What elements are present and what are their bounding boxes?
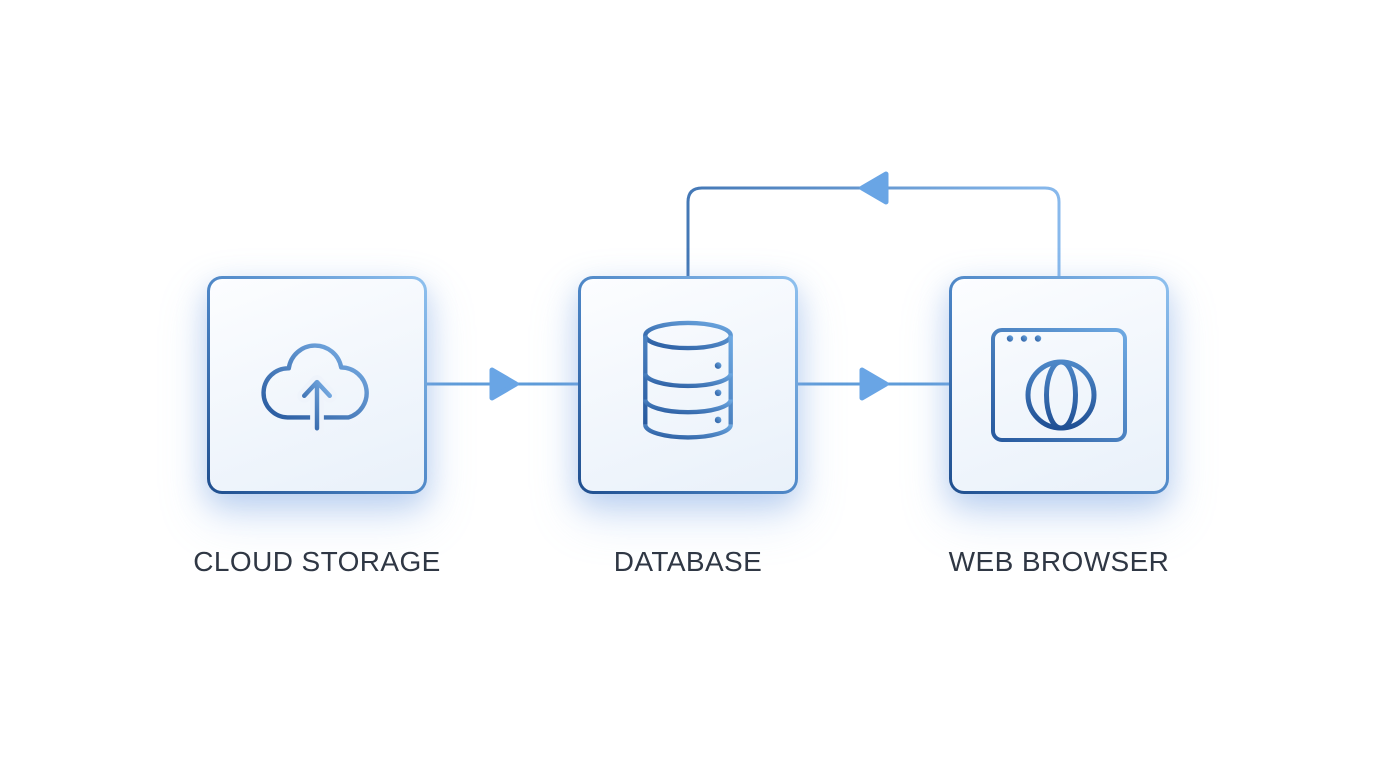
node-cloud-storage <box>207 276 427 494</box>
node-database-body <box>581 279 795 491</box>
globe-icon <box>1025 359 1097 431</box>
node-cloud-storage-body <box>210 279 424 491</box>
edge-cloud-to-database-arrowhead <box>489 367 519 401</box>
window-dots-icon <box>1006 335 1042 342</box>
edge-database-to-browser-arrowhead <box>859 367 889 401</box>
edge-browser-to-database-loop <box>686 186 1061 276</box>
node-label-database: DATABASE <box>613 546 763 577</box>
edge-browser-to-database-arrowhead <box>859 171 889 205</box>
node-database <box>578 276 798 494</box>
browser-globe-icon <box>991 328 1127 442</box>
upload-arrow <box>302 379 332 431</box>
cloud-upload-icon <box>261 343 369 436</box>
node-web-browser <box>949 276 1169 494</box>
database-icon <box>643 320 733 440</box>
node-web-browser-body <box>952 279 1166 491</box>
node-label-cloud-storage: CLOUD STORAGE <box>193 546 441 577</box>
node-label-web-browser: WEB BROWSER <box>948 546 1170 577</box>
